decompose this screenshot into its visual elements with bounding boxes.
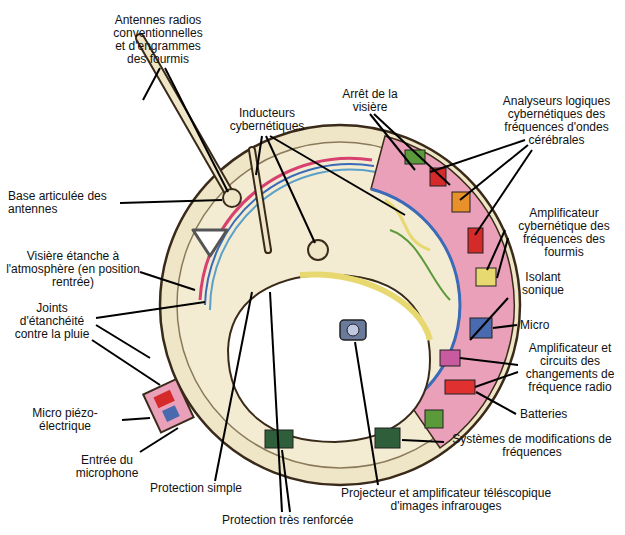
part-label: Protection très renforcée xyxy=(222,514,353,527)
part-label: Base articulée des antennes xyxy=(8,190,118,216)
part-label: Isolant sonique xyxy=(508,271,578,297)
part-label: Visière étanche à l'atmosphère (en posit… xyxy=(6,250,140,289)
part-label: Projecteur et amplificateur téléscopique… xyxy=(340,487,552,513)
part-label: Amplificateur et circuits des changement… xyxy=(520,342,620,394)
part-label: Entrée du microphone xyxy=(62,454,152,480)
part-label: Protection simple xyxy=(150,482,242,495)
part-label: Antennes radios conventionnelles et d'en… xyxy=(108,14,208,66)
part-label: Systèmes de modifications de fréquences xyxy=(446,433,618,459)
part-label: Amplificateur cybernétique des fréquence… xyxy=(508,207,620,259)
part-label: Micro piézo-électrique xyxy=(8,407,122,433)
part-label: Batteries xyxy=(520,408,567,421)
part-label: Analyseurs logiques cybernétiques des fr… xyxy=(493,95,620,147)
part-label: Joints d'étanchéité contre la pluie xyxy=(6,302,98,341)
part-label: Inducteurs cybernétiques xyxy=(222,107,312,133)
part-label: Micro xyxy=(520,319,549,332)
part-label: Arrêt de la visière xyxy=(330,88,410,114)
